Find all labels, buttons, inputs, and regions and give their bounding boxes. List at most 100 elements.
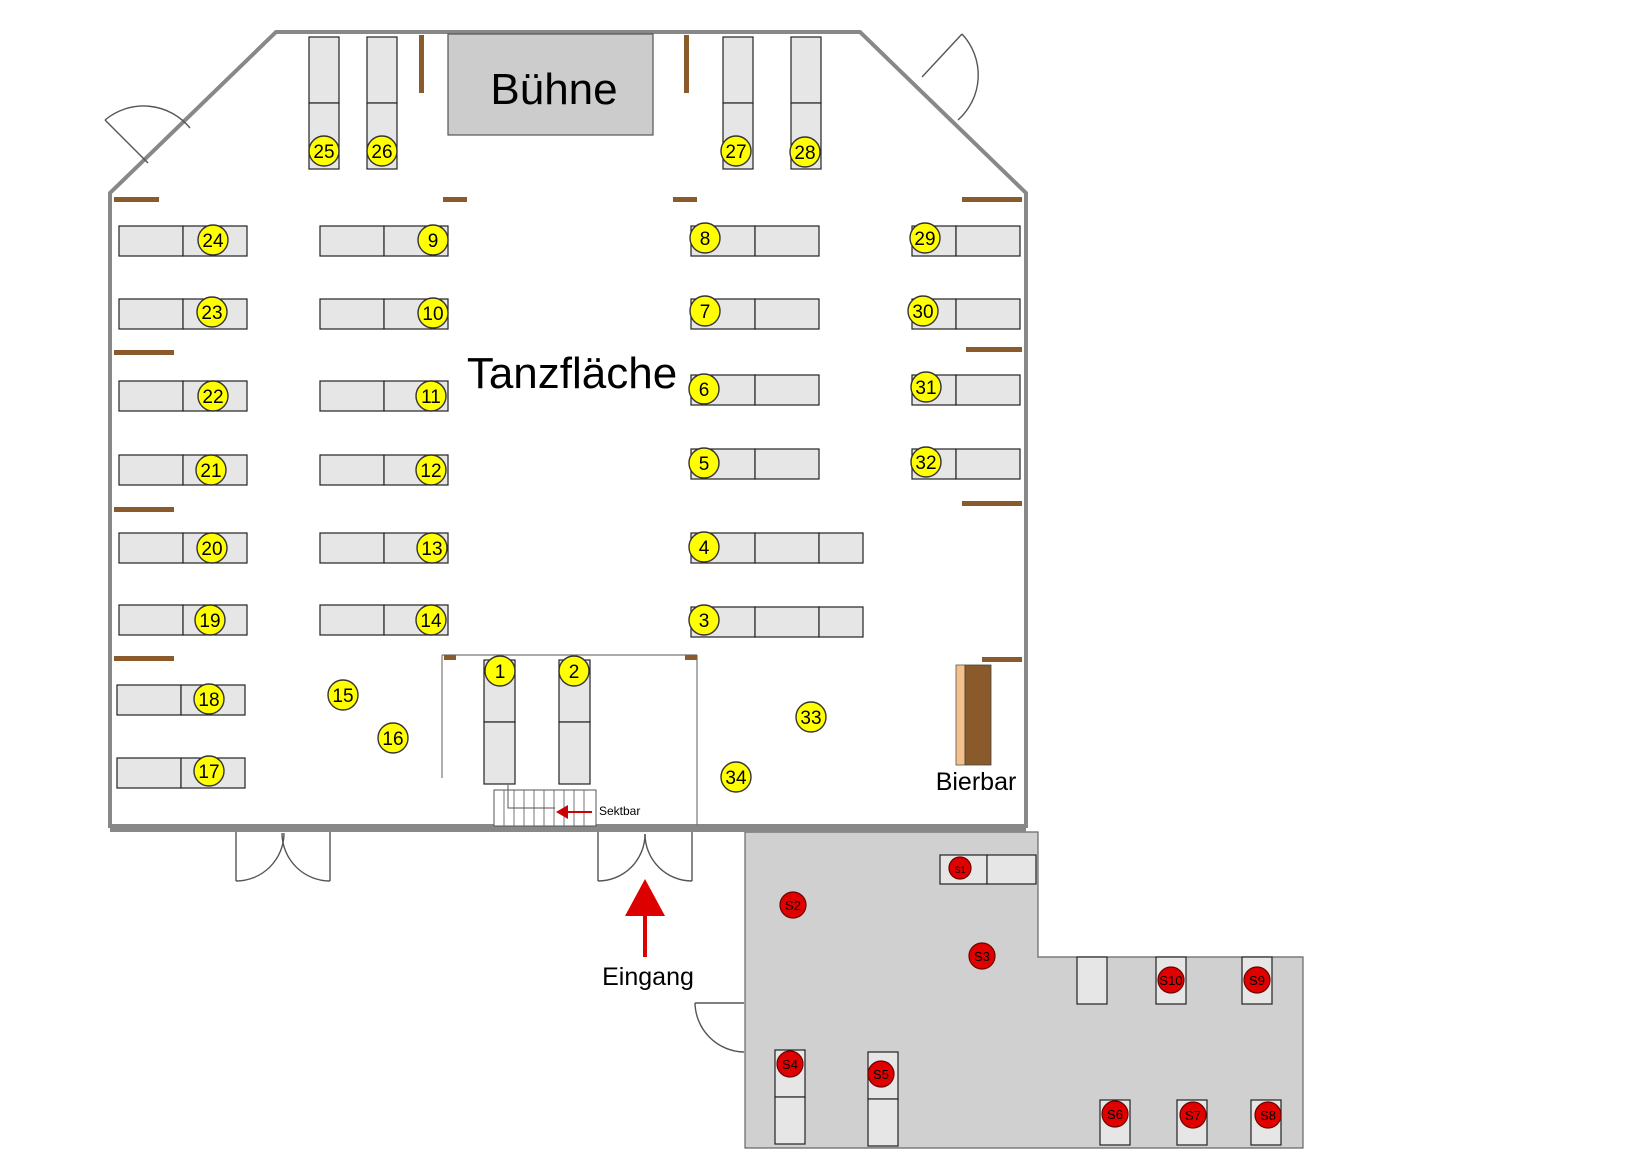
marker-circle (1254, 1101, 1282, 1129)
marker-circle (776, 1050, 804, 1078)
marker-circle (720, 761, 752, 793)
table (754, 448, 820, 480)
building-walls (108, 30, 1028, 832)
marker-circle (417, 224, 449, 256)
indoor-table-marker[interactable]: 34 (720, 761, 752, 793)
marker-circle (688, 531, 720, 563)
marker-label: 12 (420, 461, 441, 482)
indoor-table-marker[interactable]: 22 (197, 380, 229, 412)
marker-label: 17 (198, 762, 219, 783)
table (319, 604, 385, 636)
outdoor-table-marker[interactable]: S2 (779, 891, 807, 919)
indoor-table-marker[interactable]: 26 (366, 135, 398, 167)
table (754, 606, 820, 638)
marker-circle (720, 135, 752, 167)
marker-label: 30 (912, 302, 933, 323)
outdoor-table-marker[interactable]: S5 (867, 1060, 895, 1088)
marker-circle (416, 532, 448, 564)
indoor-table-marker[interactable]: 18 (193, 683, 225, 715)
sektbar-label: Sektbar (599, 804, 640, 818)
marker-label: 7 (700, 302, 711, 323)
entrance-indicator: Eingang (602, 879, 694, 991)
table (308, 36, 340, 104)
indoor-table-marker[interactable]: 6 (688, 373, 720, 405)
indoor-table-marker[interactable]: 28 (789, 136, 821, 168)
indoor-table-marker[interactable]: 25 (308, 135, 340, 167)
marker-label: 20 (201, 539, 222, 560)
marker-circle (195, 454, 227, 486)
stage: Bühne (447, 33, 654, 136)
marker-circle (415, 454, 447, 486)
table (118, 298, 184, 330)
indoor-table-marker[interactable]: 4 (688, 531, 720, 563)
marker-label: 21 (200, 461, 221, 482)
table (319, 532, 385, 564)
table (558, 721, 591, 785)
indoor-table-marker[interactable]: 33 (795, 701, 827, 733)
outdoor-table-marker[interactable]: S1 (948, 856, 972, 880)
marker-circle (909, 222, 941, 254)
wall-panels (114, 35, 1022, 662)
bierbar: Bierbar (936, 664, 1016, 796)
table (722, 36, 754, 104)
outdoor-table-marker[interactable]: S3 (968, 942, 996, 970)
indoor-table-marker[interactable]: 21 (195, 454, 227, 486)
indoor-table-marker[interactable]: 20 (196, 532, 228, 564)
indoor-table-marker[interactable]: 24 (197, 224, 229, 256)
marker-label: 1 (495, 662, 506, 683)
outdoor-table-marker[interactable]: S4 (776, 1050, 804, 1078)
indoor-table-marker[interactable]: 23 (196, 296, 228, 328)
indoor-table-marker[interactable]: 16 (377, 722, 409, 754)
indoor-table-marker[interactable]: 14 (415, 604, 447, 636)
indoor-table-marker[interactable]: 5 (688, 447, 720, 479)
table (116, 684, 182, 716)
marker-circle (558, 655, 590, 687)
indoor-table-marker[interactable]: 29 (909, 222, 941, 254)
marker-label: 8 (700, 229, 711, 250)
marker-circle (484, 655, 516, 687)
sektbar-enclosure: Sektbar (441, 654, 698, 827)
indoor-table-marker[interactable]: 3 (688, 604, 720, 636)
outdoor-table-marker[interactable]: S10 (1157, 966, 1185, 994)
indoor-table-marker[interactable]: 12 (415, 454, 447, 486)
indoor-table-marker[interactable]: 2 (558, 655, 590, 687)
indoor-table-marker[interactable]: 19 (194, 604, 226, 636)
indoor-table-marker[interactable]: 7 (689, 295, 721, 327)
marker-label: S7 (1185, 1108, 1201, 1123)
indoor-table-marker[interactable]: 31 (910, 371, 942, 403)
indoor-table-marker[interactable]: 1 (484, 655, 516, 687)
outdoor-table-marker[interactable]: S9 (1243, 966, 1271, 994)
marker-circle (689, 222, 721, 254)
marker-label: 27 (725, 142, 746, 163)
marker-label: 10 (422, 304, 443, 325)
indoor-table-marker[interactable]: 27 (720, 135, 752, 167)
outdoor-table-marker[interactable]: S7 (1179, 1101, 1207, 1129)
table (774, 1096, 806, 1145)
indoor-table-marker[interactable]: 13 (416, 532, 448, 564)
outdoor-table-marker[interactable]: S6 (1101, 1100, 1129, 1128)
indoor-table-marker[interactable]: 11 (415, 380, 447, 412)
indoor-table-marker[interactable]: 17 (193, 755, 225, 787)
indoor-table-marker[interactable]: 15 (327, 679, 359, 711)
outdoor-table-marker[interactable]: S8 (1254, 1101, 1282, 1129)
marker-label: 16 (382, 729, 403, 750)
marker-circle (789, 136, 821, 168)
marker-label: 31 (915, 378, 936, 399)
indoor-table-marker[interactable]: 9 (417, 224, 449, 256)
indoor-table-marker[interactable]: 8 (689, 222, 721, 254)
marker-circle (415, 380, 447, 412)
table (754, 298, 820, 330)
marker-circle (193, 755, 225, 787)
table (790, 36, 822, 104)
indoor-table-marker[interactable]: 10 (417, 297, 449, 329)
marker-label: S8 (1260, 1108, 1276, 1123)
indoor-table-marker[interactable]: 32 (910, 446, 942, 478)
indoor-table-marker[interactable]: 30 (907, 295, 939, 327)
marker-label: 4 (699, 538, 710, 559)
table (118, 380, 184, 412)
marker-circle (688, 373, 720, 405)
marker-circle (910, 446, 942, 478)
marker-circle (1179, 1101, 1207, 1129)
table (366, 36, 398, 104)
